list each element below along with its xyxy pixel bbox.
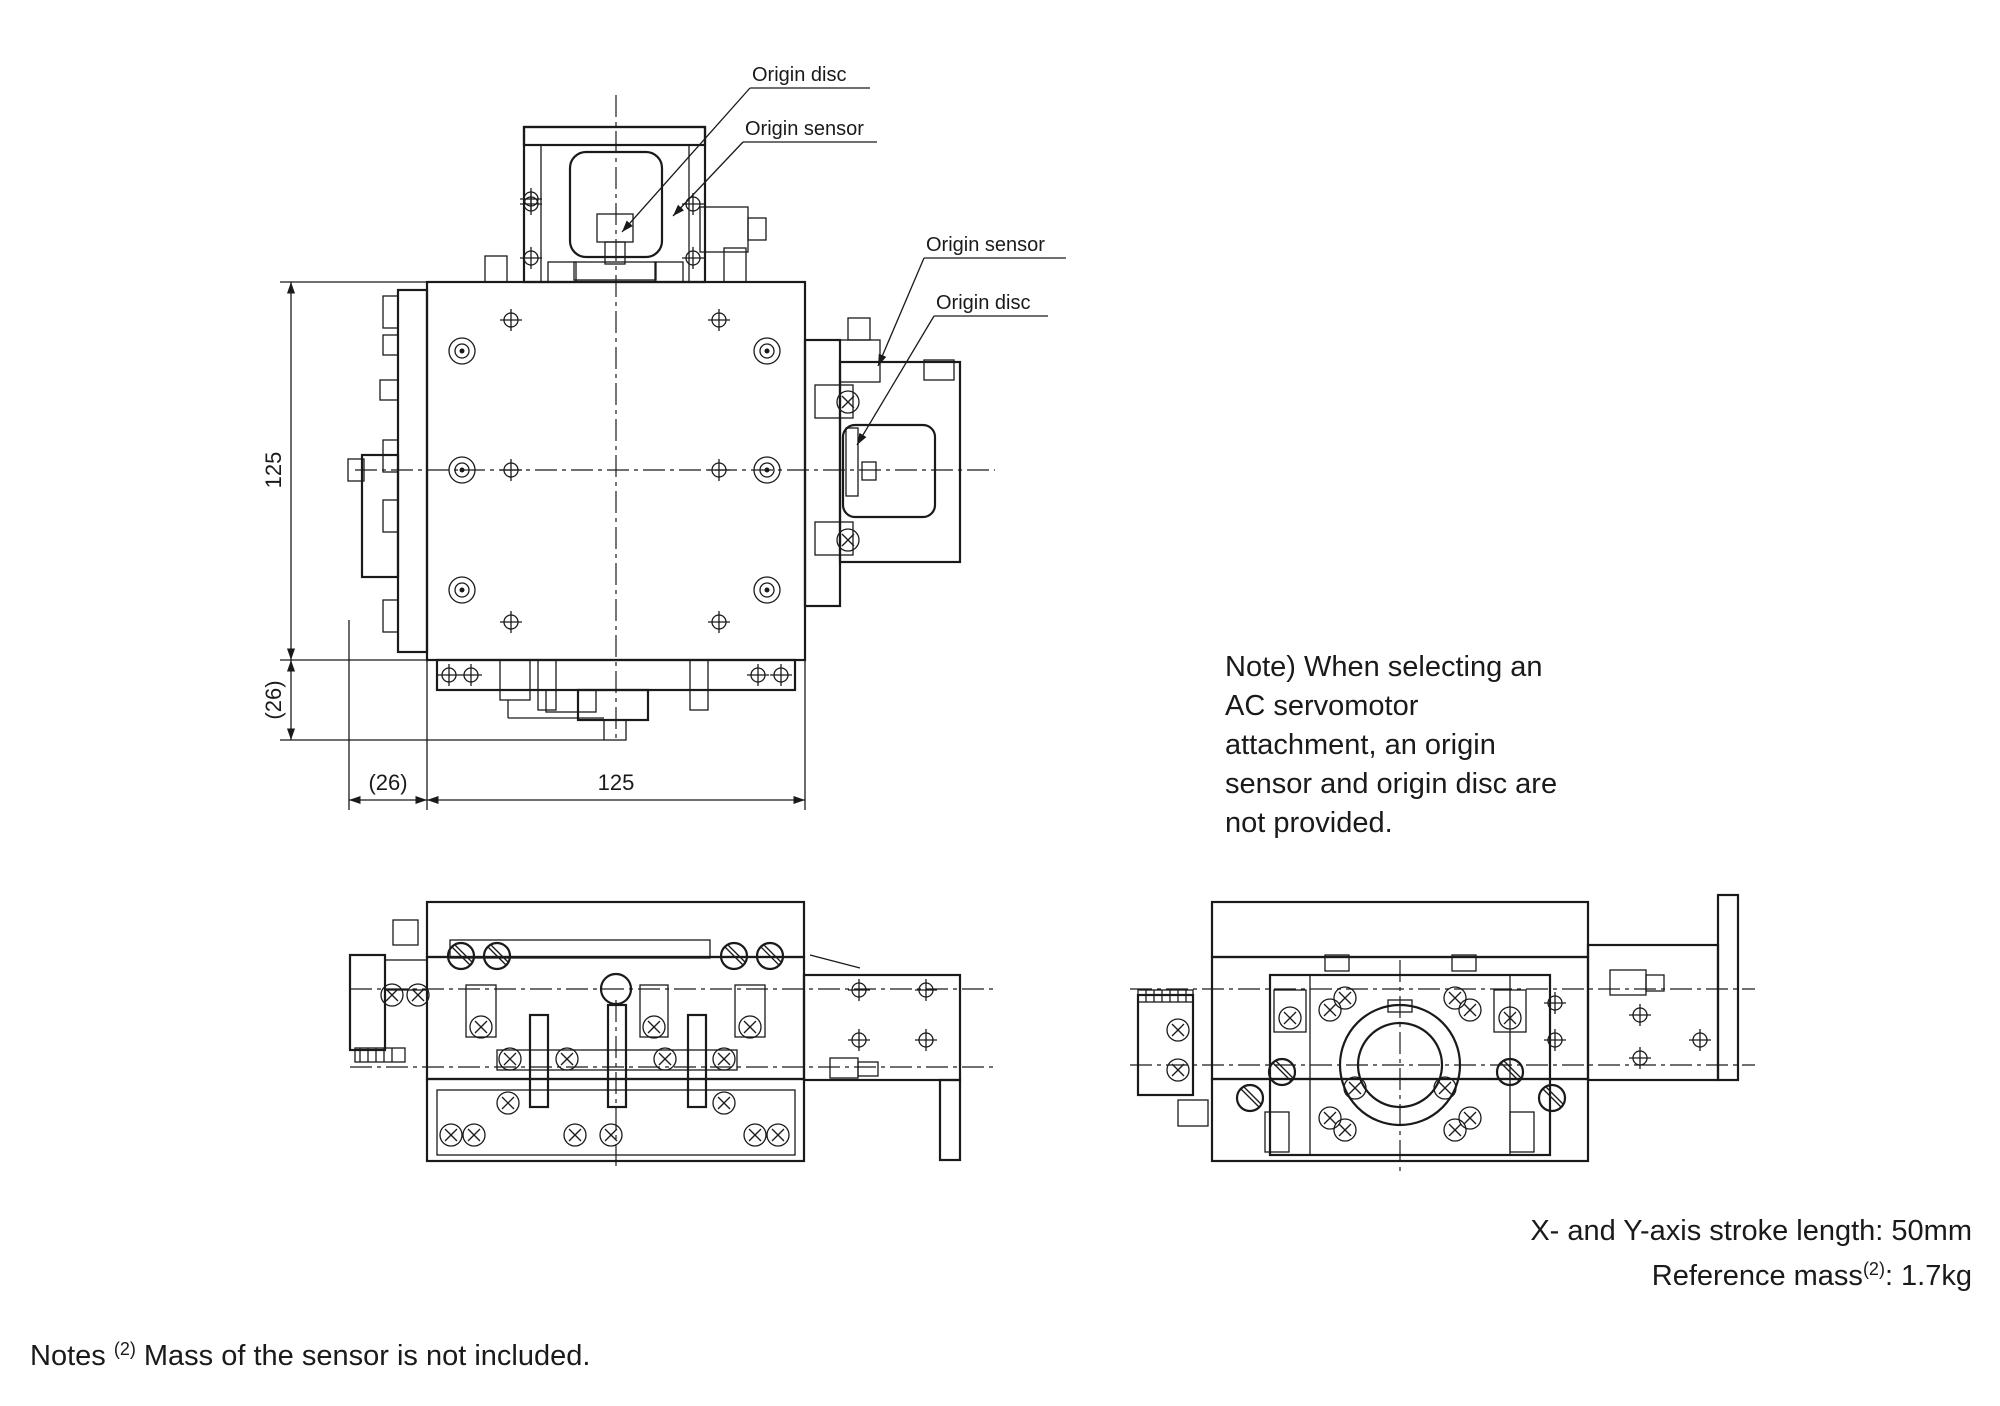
note-line: Note) When selecting an [1225,651,1543,683]
reference-mass: Reference mass(2): 1.7kg [1530,1250,1972,1295]
selection-note: Note) When selecting an AC servomotor at… [1225,648,1645,843]
footnote-text: Mass of the sensor is not included. [143,1340,591,1372]
dim-height-26: (26) [261,680,286,719]
dim-width-125: 125 [598,770,635,795]
footnote: Notes (2) Mass of the sensor is not incl… [30,1330,590,1376]
footnote-prefix: Notes [30,1340,106,1372]
label-side-origin-disc: Origin disc [936,292,1030,314]
mass-footnote-ref: (2) [1862,1259,1885,1279]
side-view [1130,893,1755,1172]
mass-label: Reference mass [1651,1260,1863,1292]
dim-height-125: 125 [261,452,286,489]
spec-block: X- and Y-axis stroke length: 50mm Refere… [1530,1212,1972,1295]
footnote-ref: (2) [113,1339,136,1359]
label-top-origin-sensor: Origin sensor [745,118,864,140]
note-line: sensor and origin disc are [1225,768,1558,800]
note-line: AC servomotor [1225,690,1419,722]
top-view: 125 (26) (26) 125 Origin disc Origin sen… [261,64,1066,810]
dim-width-26: (26) [368,770,407,795]
note-line: not provided. [1225,807,1393,839]
label-side-origin-sensor: Origin sensor [926,234,1045,256]
mass-value: : 1.7kg [1884,1260,1972,1292]
note-line: attachment, an origin [1225,729,1496,761]
label-top-origin-disc: Origin disc [752,64,846,86]
stroke-length: X- and Y-axis stroke length: 50mm [1530,1215,1972,1247]
front-view [348,900,995,1170]
